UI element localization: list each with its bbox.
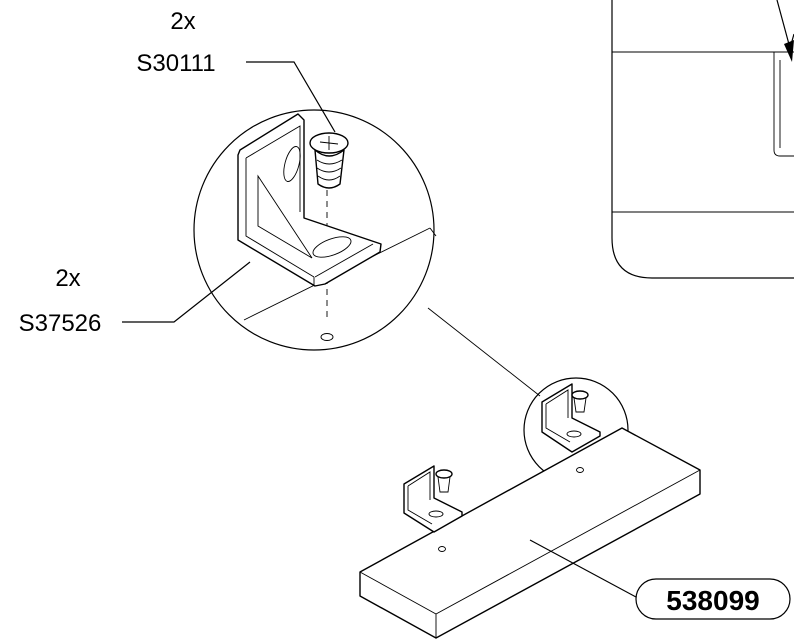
bracket-right: [541, 383, 601, 453]
side-panel-partial-view: [611, 0, 794, 279]
part-number-box: [635, 578, 791, 620]
screw-quantity: 2x: [170, 8, 195, 35]
board-538099: [359, 427, 701, 639]
screw-detail: [309, 132, 349, 189]
bracket-left: [403, 465, 463, 533]
bracket-quantity: 2x: [55, 265, 80, 292]
board-part-number: 538099: [666, 585, 759, 616]
leader-lines: [122, 61, 541, 397]
bracket-detail: [237, 113, 382, 287]
bracket-part-number: S37526: [19, 310, 102, 337]
screw-part-number: S30111: [136, 50, 215, 77]
